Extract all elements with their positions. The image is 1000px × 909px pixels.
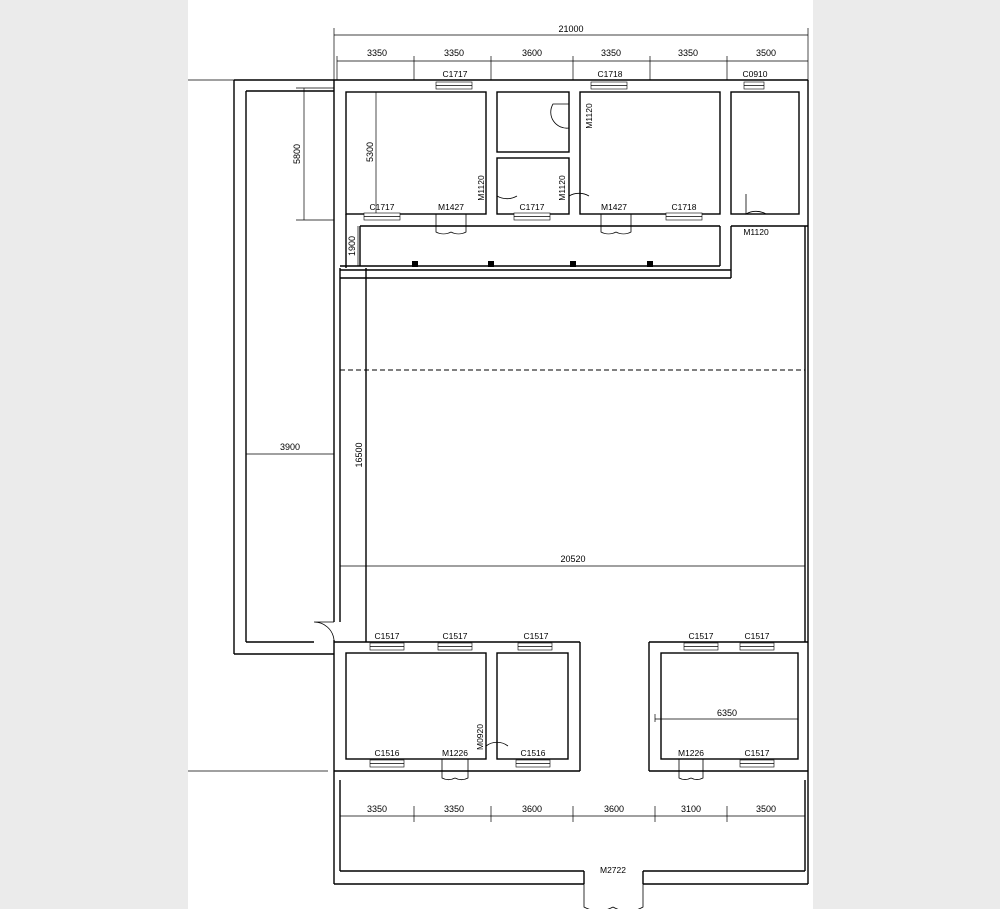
- dim-6350: 6350: [717, 708, 737, 718]
- outer-walls: [333, 80, 809, 885]
- dim-bottom-1: 3350: [367, 804, 387, 814]
- dim-top-5: 3350: [678, 48, 698, 58]
- column: [647, 261, 653, 267]
- win-label-c1517-4: C1517: [688, 631, 713, 641]
- column: [570, 261, 576, 267]
- win-label-c1717-b: C1717: [519, 202, 544, 212]
- dim-16500: 16500: [354, 442, 364, 467]
- door-label-m1120-c: M1120: [557, 175, 567, 201]
- door-label-m0920: M0920: [475, 724, 485, 750]
- door-label-m1427-b: M1427: [601, 202, 627, 212]
- south-left-block: [334, 641, 581, 772]
- door-label-m1427-a: M1427: [438, 202, 464, 212]
- dim-bottom-4: 3600: [604, 804, 624, 814]
- dim-1900: 1900: [347, 236, 357, 256]
- win-label-c0910: C0910: [742, 69, 767, 79]
- bottom-dimension-lines: [339, 806, 806, 822]
- dim-top-3: 3600: [522, 48, 542, 58]
- door-label-m1120-d: M1120: [743, 227, 769, 237]
- door-label-m1226-b: M1226: [678, 748, 704, 758]
- dim-20520: 20520: [560, 554, 585, 564]
- win-label-c1517-6: C1517: [744, 748, 769, 758]
- win-label-c1718-top: C1718: [597, 69, 622, 79]
- win-label-c1516-b: C1516: [520, 748, 545, 758]
- dim-west-yard: 3900: [280, 442, 300, 452]
- dim-bottom-6: 3500: [756, 804, 776, 814]
- floor-plan: 21000 3350 3350 3600 3350 3350 3500 3900…: [188, 24, 809, 909]
- door-label-m1120-a: M1120: [584, 103, 594, 129]
- dim-bottom-3: 3600: [522, 804, 542, 814]
- win-label-c1718-b: C1718: [671, 202, 696, 212]
- column: [488, 261, 494, 267]
- door-label-m2722: M2722: [600, 865, 626, 875]
- dim-top-2: 3350: [444, 48, 464, 58]
- door-label-m1226-a: M1226: [442, 748, 468, 758]
- south-left-windows: [369, 642, 553, 780]
- drawing-sheet: 21000 3350 3350 3600 3350 3350 3500 3900…: [188, 0, 813, 909]
- door-label-m1120-b: M1120: [476, 175, 486, 201]
- win-label-c1517-2: C1517: [442, 631, 467, 641]
- main-gate-door: [583, 884, 644, 909]
- dim-bottom-2: 3350: [444, 804, 464, 814]
- north-block: [334, 79, 808, 279]
- dim-top-1: 3350: [367, 48, 387, 58]
- win-label-c1517-1: C1517: [374, 631, 399, 641]
- win-label-c1516-a: C1516: [374, 748, 399, 758]
- dim-bottom-5: 3100: [681, 804, 701, 814]
- dim-top-4: 3350: [601, 48, 621, 58]
- dim-top-6: 3500: [756, 48, 776, 58]
- win-label-c1517-3: C1517: [523, 631, 548, 641]
- south-right-block: [648, 641, 808, 772]
- top-dimension-lines: [333, 28, 809, 80]
- north-windows: [435, 81, 765, 90]
- win-label-c1717-a: C1717: [369, 202, 394, 212]
- south-right-windows: [678, 642, 775, 780]
- small-doors: [496, 103, 767, 215]
- dim-overall-top: 21000: [558, 24, 583, 34]
- dim-5300: 5300: [365, 142, 375, 162]
- courtyard-west-door: [313, 621, 335, 641]
- win-label-c1717-top: C1717: [442, 69, 467, 79]
- west-yard-walls: [233, 79, 334, 655]
- column: [412, 261, 418, 267]
- dim-5800: 5800: [292, 144, 302, 164]
- room-south-openings: [363, 212, 703, 235]
- win-label-c1517-5: C1517: [744, 631, 769, 641]
